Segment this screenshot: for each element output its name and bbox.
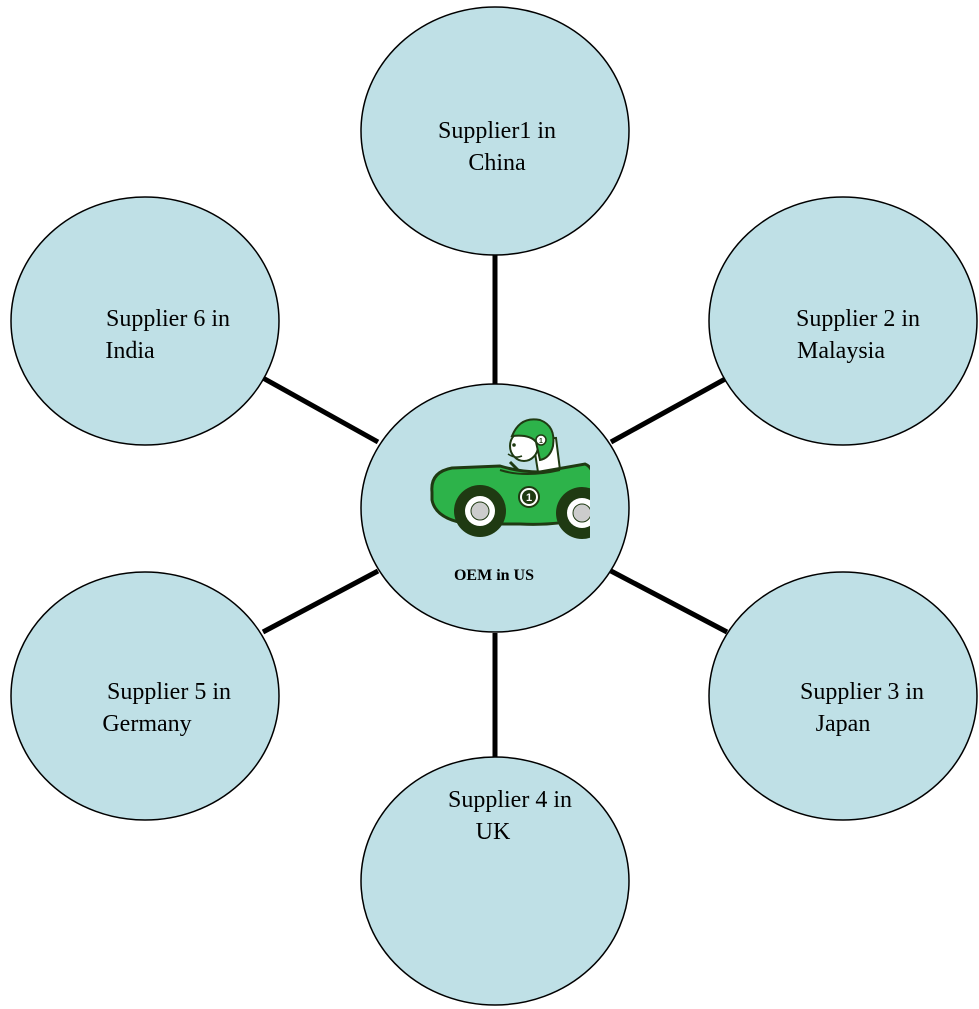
supplier-node-germany: Supplier 5 in Germany bbox=[10, 571, 280, 821]
supplier-label-line1: Supplier1 in bbox=[438, 118, 556, 144]
supplier-label-line2: Germany bbox=[102, 711, 191, 737]
connector-germany bbox=[261, 568, 380, 635]
supplier-label-line1: Supplier 2 in bbox=[796, 306, 920, 332]
supplier-label-line2: UK bbox=[476, 819, 511, 845]
supplier-label-line1: Supplier 5 in bbox=[107, 679, 231, 705]
supplier-label-line2: China bbox=[468, 150, 526, 176]
supplier-label-line1: Supplier 4 in bbox=[448, 787, 572, 813]
connector-india bbox=[261, 375, 380, 445]
supplier-node-china: Supplier1 in China bbox=[360, 6, 630, 256]
race-car-icon: 1 1 bbox=[430, 418, 590, 539]
supplier-label-line2: Japan bbox=[816, 711, 871, 737]
svg-text:1: 1 bbox=[539, 438, 543, 445]
supplier-node-india: Supplier 6 in India bbox=[10, 196, 280, 446]
supplier-node-uk: Supplier 4 in UK bbox=[360, 756, 630, 1006]
supplier-label-line2: Malaysia bbox=[797, 338, 885, 364]
supplier-label-line1: Supplier 3 in bbox=[800, 679, 924, 705]
oem-label: OEM in US bbox=[454, 567, 534, 584]
connector-japan bbox=[609, 568, 729, 635]
supplier-node-japan: Supplier 3 in Japan bbox=[708, 571, 978, 821]
car-number: 1 bbox=[526, 492, 532, 504]
connector-malaysia bbox=[609, 375, 729, 445]
supplier-node-malaysia: Supplier 2 in Malaysia bbox=[708, 196, 978, 446]
supplier-label-line1: Supplier 6 in bbox=[106, 306, 230, 332]
supplier-label-line2: India bbox=[105, 338, 155, 364]
connectors bbox=[261, 255, 729, 757]
oem-node: 1 1 OEM in US bbox=[360, 383, 630, 633]
